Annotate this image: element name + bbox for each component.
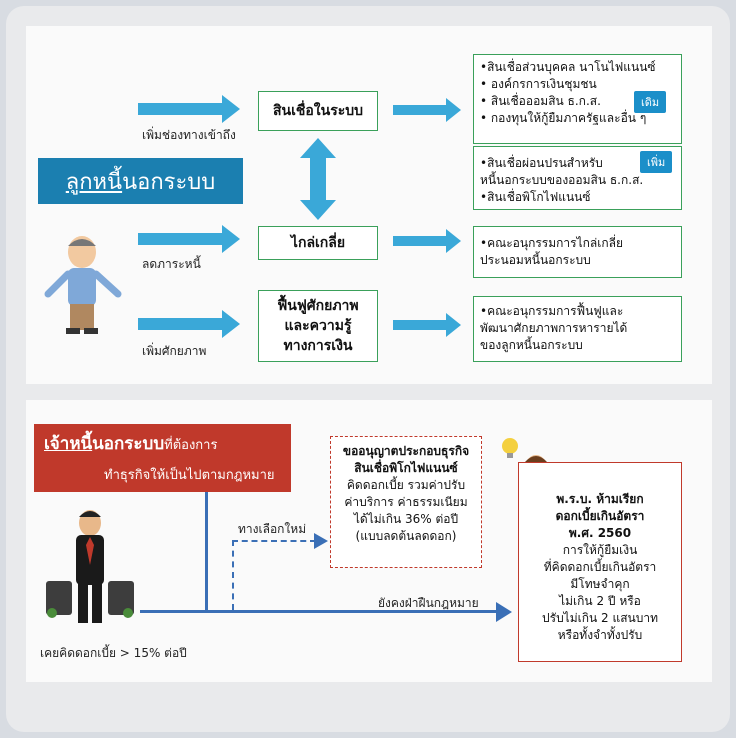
creditor-title-underlined: เจ้าหนี้ — [44, 434, 93, 454]
pico-body-line: ได้ไม่เกิน 36% ต่อปี — [353, 512, 459, 526]
box-mediation: ไกล่เกลี่ย — [258, 226, 378, 260]
new-option-label: ทางเลือกใหม่ — [238, 522, 307, 536]
law-title-line: พ.ร.บ. ห้ามเรียก — [556, 492, 644, 506]
flow-line-illegal — [140, 610, 498, 613]
law-body-line: การให้กู้ยืมเงิน — [562, 543, 638, 557]
pico-body-line: (แบบลดต้นลดดอก) — [355, 529, 457, 543]
list-item: พัฒนาศักยภาพการหารายได้ — [480, 321, 628, 335]
dashed-line-horizontal — [232, 540, 316, 544]
arrow-reduce-head — [222, 225, 240, 253]
list-item: •สินเชื่อส่วนบุคคล นาโนไฟแนนซ์ — [480, 60, 656, 74]
law-body-line: หรือทั้งจำทั้งปรับ — [557, 628, 643, 642]
arrow-access — [138, 103, 224, 115]
debtor-title-underlined: ลูกหนี้ — [65, 169, 123, 195]
creditor-title: เจ้าหนี้นอกระบบที่ต้องการ ทำธุรกิจให้เป็… — [34, 424, 291, 492]
box-existing-credit: •สินเชื่อส่วนบุคคล นาโนไฟแนนซ์ • องค์กรก… — [473, 54, 682, 144]
box-formal-credit: สินเชื่อในระบบ — [258, 91, 378, 131]
arrow-capacity-head — [222, 310, 240, 338]
box-new-credit: •สินเชื่อผ่อนปรนสำหรับ หนี้นอกระบบของออม… — [473, 146, 682, 210]
debtor-title: ลูกหนี้นอกระบบ — [38, 158, 243, 204]
label-increase-capacity: เพิ่มศักยภาพ — [142, 344, 207, 358]
arrow-reduce — [138, 233, 224, 245]
arrow-to-pico-icon — [314, 533, 328, 549]
pico-finance-box: ขออนุญาตประกอบธุรกิจ สินเชื่อพิโกไฟแนนซ์… — [330, 436, 482, 568]
debtor-title-rest: นอกระบบ — [122, 169, 216, 195]
flow-line-vertical — [205, 492, 208, 612]
list-item: • องค์กรการเงินชุมชน — [480, 77, 597, 91]
creditor-title-rest: ที่ต้องการ — [164, 438, 218, 453]
law-box: พ.ร.บ. ห้ามเรียก ดอกเบี้ยเกินอัตรา พ.ศ. … — [518, 462, 682, 662]
double-arrow-icon — [300, 138, 336, 220]
box-mediation-committee: •คณะอนุกรรมการไกล่เกลี่ย ประนอมหนี้นอกระ… — [473, 226, 682, 278]
arrow-capacity — [138, 318, 224, 330]
label-reduce-debt: ลดภาระหนี้ — [142, 257, 201, 271]
arrow-to-law-icon — [496, 602, 512, 622]
list-item: • สินเชื่อออมสิน ธ.ก.ส. — [480, 94, 601, 108]
list-item: • กองทุนให้กู้ยืมภาครัฐและอื่น ๆ — [480, 111, 647, 125]
rehab-list: •คณะอนุกรรมการฟื้นฟูและ พัฒนาศักยภาพการห… — [480, 303, 627, 354]
creditor-subtitle: ทำธุรกิจให้เป็นไปตามกฎหมาย — [104, 468, 275, 483]
list-item: ของลูกหนี้นอกระบบ — [480, 338, 583, 352]
dashed-line-vertical — [232, 540, 236, 610]
label-increase-access: เพิ่มช่องทางเข้าถึง — [142, 128, 236, 142]
law-body-line: ที่คิดดอกเบี้ยเกินอัตรา — [543, 560, 657, 574]
arrow-access-head — [222, 95, 240, 123]
list-item: •สินเชื่อผ่อนปรนสำหรับ — [480, 156, 603, 170]
confused-man-illustration — [44, 236, 122, 334]
history-label: เคยคิดดอกเบี้ย > 15% ต่อปี — [40, 646, 187, 660]
new-badge: เพิ่ม — [640, 151, 673, 173]
arrow-to-old-head — [446, 98, 461, 122]
law-body-line: ปรับไม่เกิน 2 แสนบาท — [542, 611, 658, 625]
still-illegal-label: ยังคงฝ่าฝืนกฎหมาย — [378, 596, 479, 610]
list-item: •สินเชื่อพิโกไฟแนนซ์ — [480, 190, 591, 204]
list-item: •คณะอนุกรรมการฟื้นฟูและ — [480, 304, 624, 318]
pico-title-line: สินเชื่อพิโกไฟแนนซ์ — [354, 461, 458, 475]
list-item: ประนอมหนี้นอกระบบ — [480, 253, 591, 267]
arrow-to-mediation — [393, 236, 447, 246]
creditor-title-bold: นอกระบบ — [92, 434, 165, 454]
law-body-line: มีโทษจำคุก — [570, 577, 630, 591]
old-badge: เดิม — [634, 91, 667, 113]
box-rehab-committee: •คณะอนุกรรมการฟื้นฟูและ พัฒนาศักยภาพการห… — [473, 296, 682, 362]
arrow-to-rehab-head — [446, 313, 461, 337]
new-credit-list: •สินเชื่อผ่อนปรนสำหรับ หนี้นอกระบบของออม… — [480, 155, 643, 206]
loan-shark-illustration — [46, 510, 134, 623]
arrow-to-rehab — [393, 320, 447, 330]
list-item: หนี้นอกระบบของออมสิน ธ.ก.ส. — [480, 173, 644, 187]
arrow-to-old — [393, 105, 447, 115]
mediation-list: •คณะอนุกรรมการไกล่เกลี่ย ประนอมหนี้นอกระ… — [480, 235, 623, 269]
law-title-line: ดอกเบี้ยเกินอัตรา — [555, 509, 645, 523]
list-item: •คณะอนุกรรมการไกล่เกลี่ย — [480, 236, 624, 250]
law-title-line: พ.ศ. 2560 — [568, 526, 632, 540]
box-financial-rehab: ฟื้นฟูศักยภาพ และความรู้ ทางการเงิน — [258, 290, 378, 362]
pico-body-line: คิดดอกเบี้ย รวมค่าปรับ — [346, 478, 466, 492]
creditor-title-line1: เจ้าหนี้นอกระบบที่ต้องการ — [44, 430, 217, 457]
pico-body-line: ค่าบริการ ค่าธรรมเนียม — [344, 495, 468, 509]
pico-title-line: ขออนุญาตประกอบธุรกิจ — [342, 444, 470, 458]
arrow-to-mediation-head — [446, 229, 461, 253]
existing-credit-list: •สินเชื่อส่วนบุคคล นาโนไฟแนนซ์ • องค์กรก… — [480, 59, 656, 127]
law-body-line: ไม่เกิน 2 ปี หรือ — [559, 594, 641, 608]
